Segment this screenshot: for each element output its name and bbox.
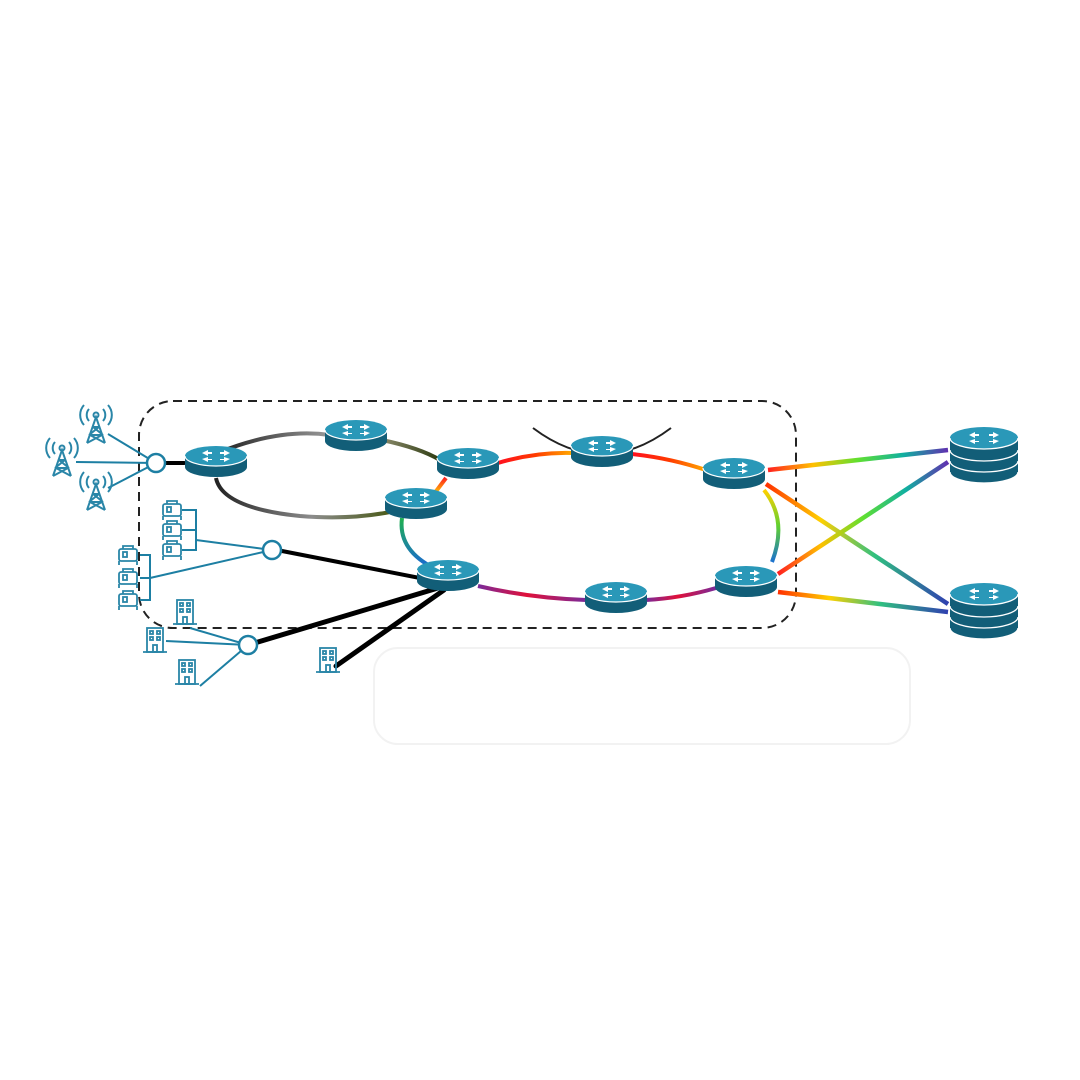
link-r9-core2	[777, 589, 949, 615]
link-building-r5	[333, 587, 447, 669]
aggregation-links	[164, 461, 447, 669]
aggregation-hub-icon	[261, 539, 283, 561]
aggregation-hub-icon	[145, 452, 167, 474]
link-r7-core1	[767, 447, 949, 473]
core-router-stack-icon	[949, 582, 1019, 640]
router-icon	[324, 419, 388, 452]
router-icon	[184, 445, 248, 478]
link-r3-r6	[497, 450, 573, 465]
core-links	[764, 447, 989, 615]
link-r8-r5	[477, 584, 587, 602]
router-icon	[570, 435, 634, 468]
equipment-cabinet-icon	[162, 520, 182, 541]
office-building-icon	[315, 647, 341, 673]
equipment-cabinet-icon	[162, 500, 182, 521]
link-r9-core1	[776, 460, 950, 576]
link-r7-core2	[764, 482, 950, 606]
link-r2-r3	[381, 438, 442, 462]
link-building3-hub	[199, 644, 249, 687]
link-r7-r9	[762, 488, 781, 563]
link-tower2-hub	[75, 461, 157, 464]
link-building1-hub	[165, 640, 249, 646]
cell-tower-icon	[79, 471, 113, 511]
link-cabinets1-hub	[195, 539, 273, 551]
equipment-cabinet-icon	[118, 568, 138, 589]
office-building-icon	[142, 627, 168, 653]
router-icon	[584, 581, 648, 614]
link-r6-r7	[631, 452, 707, 472]
router-icon	[436, 447, 500, 480]
router-icon	[714, 565, 778, 598]
cabinet-group1-bracket	[182, 509, 197, 551]
office-building-icon	[172, 599, 198, 625]
aggregation-hubs	[145, 452, 283, 656]
right-ring-links	[399, 450, 781, 602]
equipment-cabinet-icon	[118, 590, 138, 611]
aggregation-hub-icon	[237, 634, 259, 656]
cell-tower-icon	[79, 404, 113, 444]
link-hub2-r5	[280, 549, 432, 582]
metro-domain-boundary	[138, 400, 797, 629]
equipment-cabinet-icon	[162, 540, 182, 561]
cabinet-group2-bracket	[140, 554, 151, 601]
link-cabinets2-hub	[149, 549, 273, 579]
link-r1-r2	[219, 431, 331, 454]
link-hub3-r5	[255, 585, 441, 645]
router-icon	[416, 559, 480, 592]
equipment-cabinet-icon	[118, 545, 138, 566]
cell-tower-icon	[45, 437, 79, 477]
core-router-stack-icon	[949, 426, 1019, 484]
office-building-icon	[174, 659, 200, 685]
faint-outline	[373, 647, 911, 745]
router-icon	[384, 487, 448, 520]
link-r5-r4	[399, 517, 432, 568]
link-r9-r8	[645, 586, 717, 602]
router-icon	[702, 457, 766, 490]
link-r1-r4	[214, 477, 391, 520]
